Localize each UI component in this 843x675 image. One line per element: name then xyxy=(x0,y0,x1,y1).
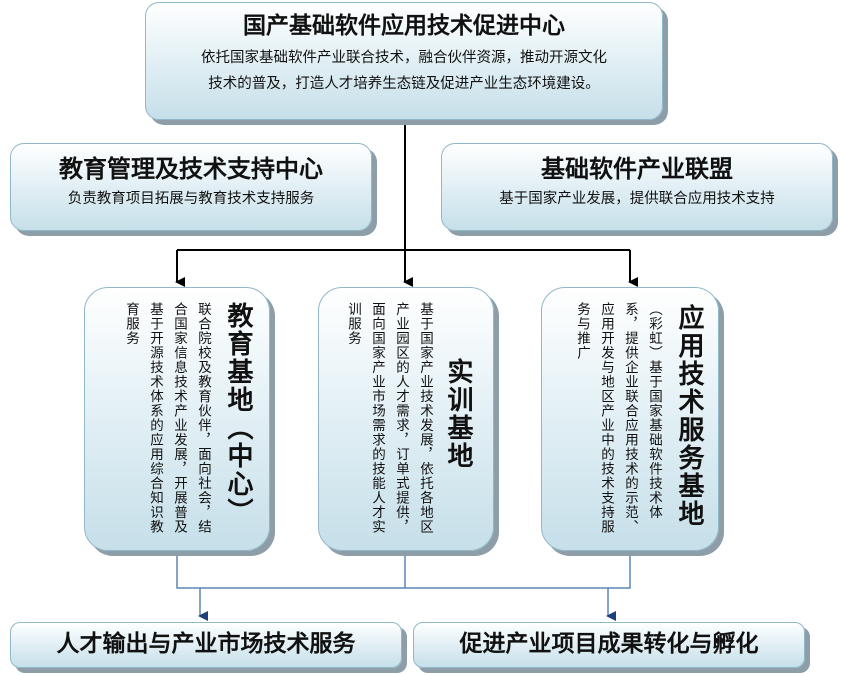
top-title: 国产基础软件应用技术促进中心 xyxy=(243,13,565,39)
top-center-box: 国产基础软件应用技术促进中心 依托国家基础软件产业联合技术，融合伙伴资源，推动开… xyxy=(145,2,663,120)
training-base-title: 实训基地 xyxy=(443,358,473,470)
edu-base-desc: 联合院校及教育伙伴，面向社会，结合国家信息技术产业发展，开展普及基于开源技术体系… xyxy=(123,302,211,534)
edu-base-box: 教育基地（中心） 联合院校及教育伙伴，面向社会，结合国家信息技术产业发展，开展普… xyxy=(84,287,270,551)
software-alliance-desc: 基于国家产业发展，提供联合应用技术支持 xyxy=(499,191,775,207)
train-to-output-line xyxy=(200,552,406,589)
software-alliance-box: 基础软件产业联盟 基于国家产业发展，提供联合应用技术支持 xyxy=(441,143,833,231)
train-to-right-output-line xyxy=(405,587,616,621)
app-to-output-line xyxy=(608,552,631,589)
talent-output-box: 人才输出与产业市场技术服务 xyxy=(10,622,402,668)
edu-to-output-line xyxy=(176,552,208,621)
training-base-box: 实训基地 基于国家产业技术发展，依托各地区产业园区的人才需求，订单式提供，面向国… xyxy=(318,287,494,551)
edu-base-title: 教育基地（中心） xyxy=(223,302,253,526)
top-desc-line1: 依托国家基础软件产业联合技术，融合伙伴资源，推动开源文化 xyxy=(201,50,607,66)
talent-output-title: 人才输出与产业市场技术服务 xyxy=(56,631,356,657)
project-incubation-box: 促进产业项目成果转化与孵化 xyxy=(413,622,805,668)
app-service-base-title: 应用技术服务基地 xyxy=(674,304,704,528)
edu-management-title: 教育管理及技术支持中心 xyxy=(59,155,323,183)
training-base-desc: 基于国家产业技术发展，依托各地区产业园区的人才需求，订单式提供，面向国家产业市场… xyxy=(345,302,433,534)
app-service-base-desc: （彩虹）基于国家基础软件技术体系，提供企业联合应用技术的示范、应用开发与地区产业… xyxy=(574,302,662,534)
top-desc-line2: 技术的普及，打造人才培养生态链及促进产业生态环境建设。 xyxy=(208,76,600,92)
edu-management-desc: 负责教育项目拓展与教育技术支持服务 xyxy=(67,191,315,207)
edu-management-box: 教育管理及技术支持中心 负责教育项目拓展与教育技术支持服务 xyxy=(10,143,372,231)
project-incubation-title: 促进产业项目成果转化与孵化 xyxy=(459,631,759,657)
app-service-base-box: 应用技术服务基地 （彩虹）基于国家基础软件技术体系，提供企业联合应用技术的示范、… xyxy=(541,287,719,551)
software-alliance-title: 基础软件产业联盟 xyxy=(541,155,733,183)
